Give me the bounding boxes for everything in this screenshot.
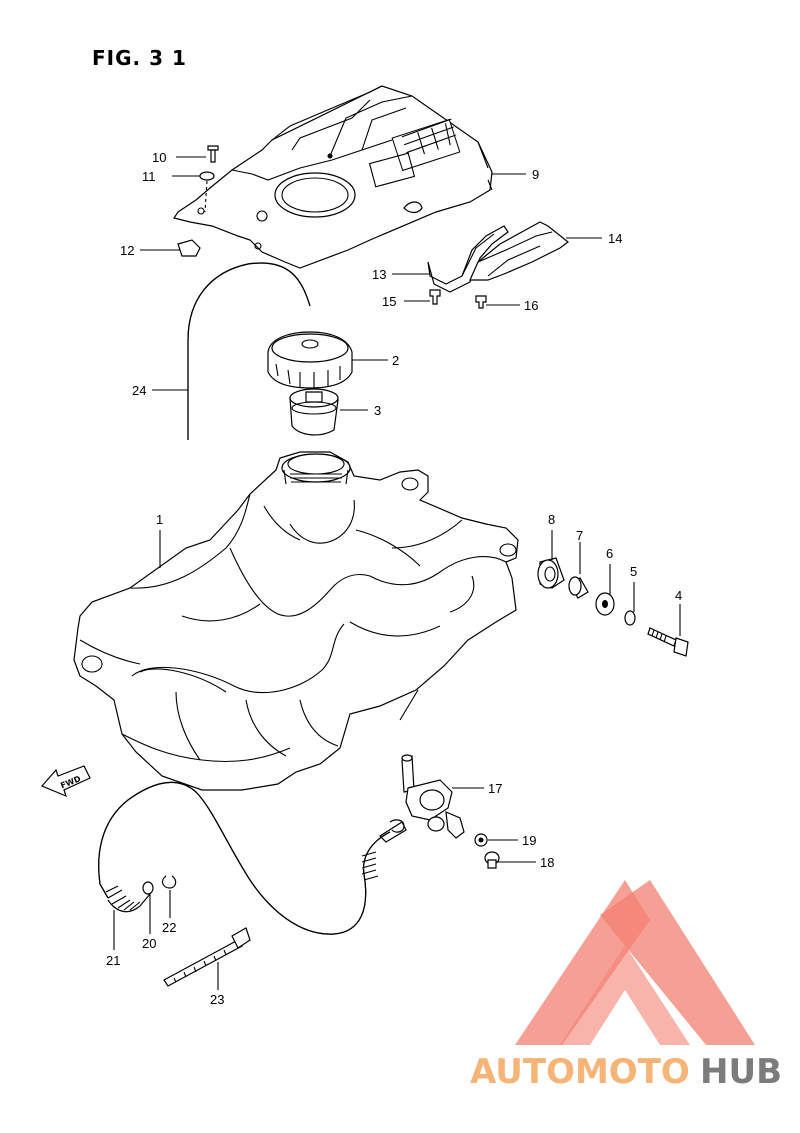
figure-title: FIG. 3 1 [92, 46, 187, 70]
callout-numbers: 1 2 3 4 5 6 7 8 9 10 11 12 13 14 15 16 1… [106, 150, 682, 1007]
callout-18: 18 [540, 855, 554, 870]
part-9-tank-cover [173, 85, 493, 269]
leader-lines [113, 156, 681, 990]
watermark-text-main: AUTOMOTO [470, 1052, 690, 1092]
part-16-screw [475, 295, 487, 309]
watermark-text-hub: HUB [700, 1052, 782, 1092]
part-3-cap-valve [289, 388, 339, 436]
part-8-cushion [537, 557, 565, 589]
callout-1: 1 [156, 512, 163, 527]
callout-11: 11 [142, 169, 156, 184]
part-1-fuel-tank [73, 451, 519, 791]
callout-13: 13 [372, 267, 386, 282]
callout-15: 15 [382, 294, 396, 309]
callout-3: 3 [374, 403, 381, 418]
callout-19: 19 [522, 833, 536, 848]
callout-16: 16 [524, 298, 538, 313]
part-21-clip-on-line [389, 819, 405, 833]
part-14-bracket [469, 221, 569, 281]
part-11-washer [199, 171, 215, 181]
callout-6: 6 [606, 546, 613, 561]
part-22-clip [161, 875, 177, 889]
fuel-hose-assembly [98, 781, 391, 935]
callout-10: 10 [152, 150, 166, 165]
part-10-screw [207, 145, 219, 163]
callout-9: 9 [532, 167, 539, 182]
callout-23: 23 [210, 992, 224, 1007]
part-7-collar [568, 576, 589, 599]
part-6-washer [595, 592, 615, 616]
part-5-washer [624, 610, 636, 626]
part-2-fuel-cap [267, 331, 353, 389]
part-4-bolt [647, 627, 689, 657]
part-18-screw [484, 851, 500, 869]
fwd-arrow: FWD [40, 765, 91, 798]
part-15-screw [429, 289, 441, 305]
callout-20: 20 [142, 936, 156, 951]
callout-17: 17 [488, 781, 502, 796]
callout-7: 7 [576, 528, 583, 543]
callout-2: 2 [392, 353, 399, 368]
part-17-fuel-cock [379, 754, 465, 843]
callout-4: 4 [675, 588, 682, 603]
callout-8: 8 [548, 512, 555, 527]
callout-14: 14 [608, 231, 622, 246]
part-12-clip [177, 239, 201, 257]
callout-12: 12 [120, 243, 134, 258]
callout-5: 5 [630, 564, 637, 579]
callout-22: 22 [162, 920, 176, 935]
part-23-tie-strap [163, 927, 251, 987]
callout-24: 24 [132, 383, 146, 398]
part-19-washer [474, 833, 488, 847]
part-20-hose-end [142, 881, 154, 895]
part-13-bracket [427, 225, 509, 293]
callout-21: 21 [106, 953, 120, 968]
watermark-logo [515, 880, 755, 1045]
